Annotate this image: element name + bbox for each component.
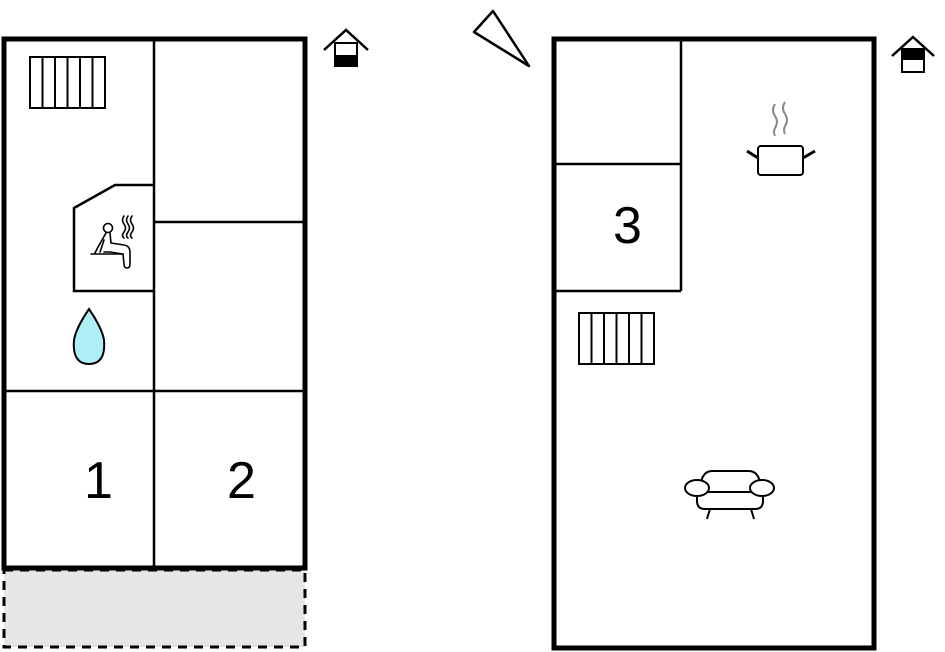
armchair-icon	[684, 470, 775, 520]
water-drop-icon	[72, 307, 106, 366]
sauna-icon	[90, 215, 135, 269]
sauna-room-wall	[72, 183, 154, 293]
room-label-2: 2	[227, 452, 256, 510]
room-label-3: 3	[613, 197, 642, 255]
terrace-area	[2, 568, 307, 649]
right-building: 3	[551, 36, 877, 651]
radiator-icon	[29, 56, 106, 109]
radiator-icon	[578, 312, 655, 365]
kitchen-pot-icon	[746, 101, 816, 176]
room-label-1: 1	[84, 452, 113, 510]
entrance-icon	[323, 28, 369, 67]
entrance-icon	[891, 35, 935, 73]
left-building: 1 2	[1, 36, 308, 649]
north-arrow-icon	[472, 9, 531, 68]
